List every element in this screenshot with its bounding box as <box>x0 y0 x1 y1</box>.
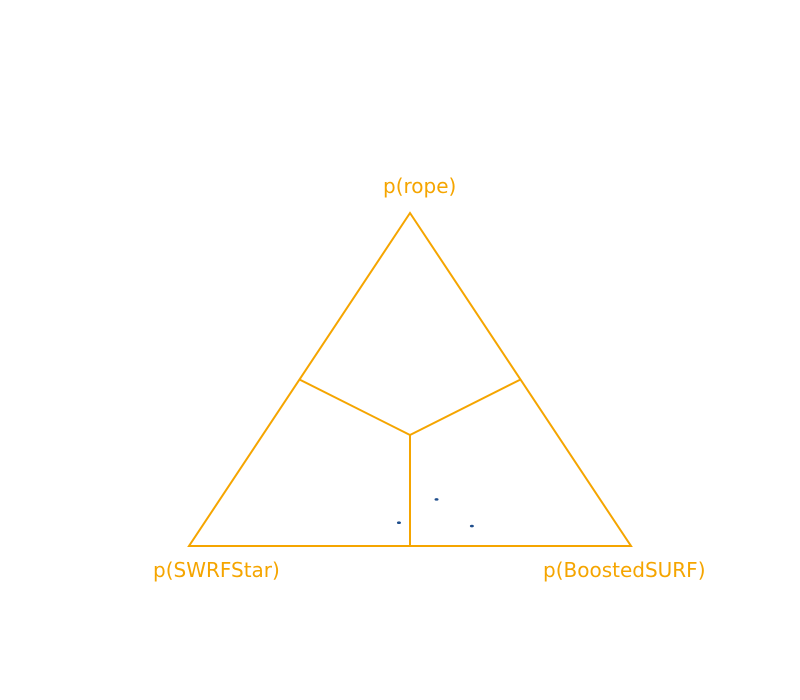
vertex-label-right: p(BoostedSURF) <box>543 558 706 582</box>
data-point-1 <box>434 498 439 501</box>
region-boundary-right <box>409 378 521 436</box>
data-point-3 <box>396 521 401 524</box>
vertex-label-left: p(SWRFStar) <box>153 558 280 582</box>
vertex-label-top: p(rope) <box>383 174 457 198</box>
region-boundary-left <box>299 378 411 436</box>
data-point-2 <box>469 524 474 528</box>
points-layer <box>396 498 474 528</box>
